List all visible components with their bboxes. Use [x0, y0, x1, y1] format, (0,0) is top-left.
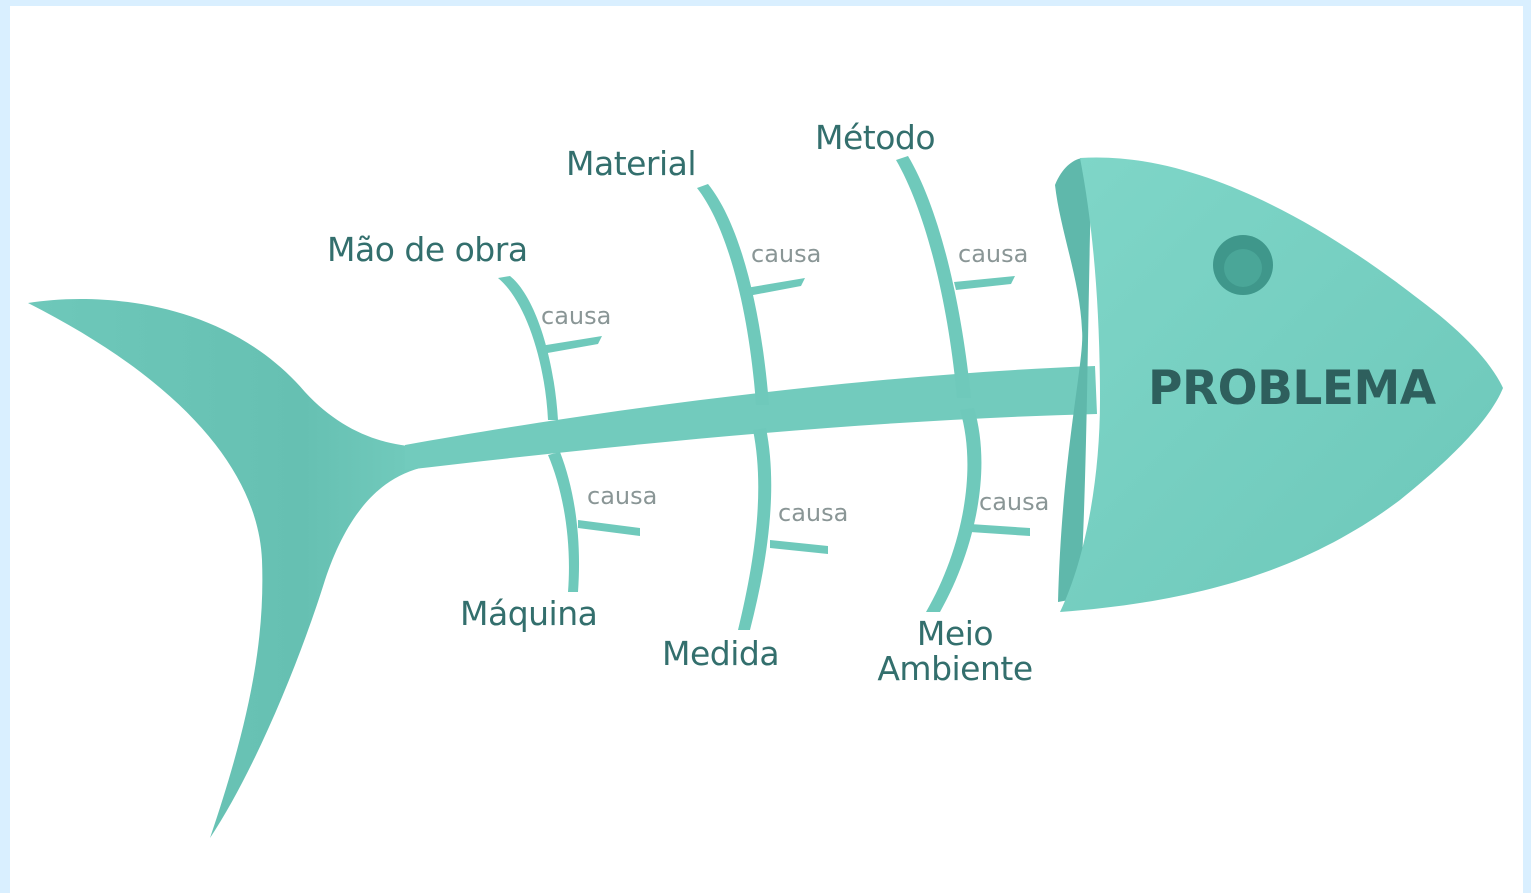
cause-label-1: causa: [541, 302, 612, 330]
bone-maquina: [548, 452, 580, 592]
bone-metodo: [896, 156, 971, 398]
cause-label-3: causa: [958, 240, 1029, 268]
cause-bone-4: [578, 520, 640, 536]
cause-label-5: causa: [778, 499, 849, 527]
category-maquina: Máquina: [460, 594, 598, 633]
category-mao-de-obra: Mão de obra: [327, 230, 528, 269]
fish-spine: [405, 366, 1097, 470]
category-medida: Medida: [662, 634, 780, 673]
fish-head-edge: [1055, 158, 1092, 602]
cause-label-2: causa: [751, 240, 822, 268]
bone-material: [697, 184, 769, 405]
tail-fin: [28, 298, 420, 838]
category-meio-ambiente-line-1: Meio: [916, 614, 994, 653]
cause-bone-6: [970, 524, 1030, 536]
cause-label-6: causa: [979, 488, 1050, 516]
fish-eye-inner: [1224, 249, 1262, 287]
cause-label-4: causa: [587, 482, 658, 510]
fish-head: [1060, 157, 1503, 612]
category-meio-ambiente: Meio Ambiente: [870, 617, 1040, 685]
cause-bone-5: [770, 540, 828, 554]
category-metodo: Método: [815, 118, 936, 157]
cause-bone-2: [746, 278, 805, 296]
bone-meio-ambiente: [926, 408, 982, 612]
category-meio-ambiente-line-2: Ambiente: [877, 649, 1033, 688]
problem-label: PROBLEMA: [1148, 361, 1436, 416]
bone-medida: [738, 428, 772, 630]
cause-bone-3: [954, 276, 1015, 290]
cause-bone-1: [540, 336, 602, 354]
category-material: Material: [566, 144, 697, 183]
